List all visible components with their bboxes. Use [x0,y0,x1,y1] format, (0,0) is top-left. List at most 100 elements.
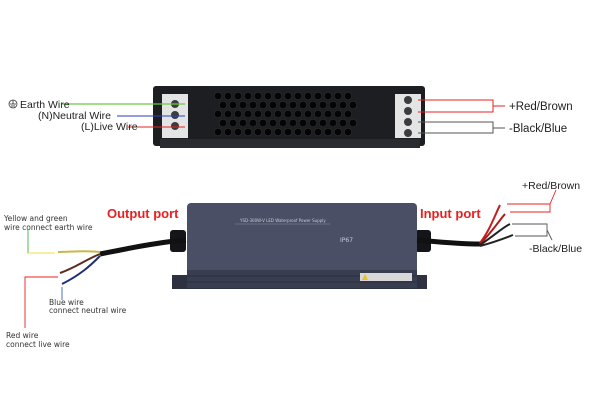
vent-hole [283,109,293,119]
neutral-note-line2: connect neutral wire [49,306,127,315]
vent-hole [308,118,318,128]
live-leader [24,276,58,328]
vent-hole [273,127,283,137]
vent-hole [238,118,248,128]
device-rating-text: IP67 [340,237,353,244]
vent-hole [333,109,343,119]
top-negative-label: -Black/Blue [509,123,567,135]
bottom-negative-label: -Black/Blue [529,243,582,255]
vent-hole [298,118,308,128]
output-cable [99,237,187,257]
vent-hole [283,91,293,101]
vent-hole [288,118,298,128]
vent-hole [248,100,258,110]
bottom-negative-bracket [512,223,548,237]
waterproof-power-supply: YSD-300W-V LED Waterproof Power Supply I… [170,203,431,289]
vent-hole [313,91,323,101]
vent-hole [258,100,268,110]
vent-hole [243,127,253,137]
vent-hole [348,118,358,128]
vent-hole [298,100,308,110]
vent-hole [328,100,338,110]
vent-hole [308,100,318,110]
vent-hole [253,109,263,119]
vent-hole [293,109,303,119]
bottom-negative-leader [546,229,553,241]
vent-hole [293,91,303,101]
negative-bracket [418,121,494,134]
vent-hole [293,127,303,137]
vent-hole [338,100,348,110]
input-port-label: Input port [420,206,481,221]
red-wire-2 [479,213,506,245]
vent-hole [318,118,328,128]
output-port-label: Output port [107,206,179,221]
vent-hole [263,109,273,119]
vent-hole [313,109,323,119]
vent-hole [243,109,253,119]
vent-hole [273,91,283,101]
neutral-wire-label: (N)Neutral Wire [38,110,111,122]
vent-hole [268,118,278,128]
earth-wire-label: Earth Wire [20,99,70,111]
earth-leader [27,230,55,254]
vent-hole [338,118,348,128]
vent-hole [233,109,243,119]
vent-hole [333,91,343,101]
vent-hole [348,100,358,110]
vent-hole [343,91,353,101]
vent-hole [233,91,243,101]
vent-hole [253,91,263,101]
vent-hole [218,100,228,110]
vent-hole [223,109,233,119]
live-note-line2: connect live wire [6,340,70,349]
vent-hole [233,127,243,137]
vent-hole [278,118,288,128]
vent-hole [268,100,278,110]
vent-hole [323,109,333,119]
red-wire-1 [479,204,501,244]
vent-hole [303,127,313,137]
vent-hole [263,91,273,101]
yellow-green-wire [57,250,101,253]
vent-hole [278,100,288,110]
vent-hole [223,91,233,101]
vent-hole [223,127,233,137]
black-wire-1 [479,223,511,246]
vent-hole [253,127,263,137]
vent-hole [323,127,333,137]
vent-hole [323,91,333,101]
bottom-positive-label: +Red/Brown [522,180,580,192]
vent-hole [213,127,223,137]
black-wire-2 [479,234,514,247]
vent-hole [303,109,313,119]
vent-hole [258,118,268,128]
device-model-text: YSD-300W-V LED Waterproof Power Supply [239,218,326,223]
earth-note-line1: Yellow and green [3,214,68,223]
input-cable [416,237,481,247]
vent-hole [228,118,238,128]
vent-hole [213,91,223,101]
vent-hole [328,118,338,128]
vent-hole [218,118,228,128]
neutral-note-line1: Blue wire [49,298,84,307]
vent-hole [263,127,273,137]
vent-hole [343,109,353,119]
earth-ground-icon [8,99,18,109]
vent-hole [238,100,248,110]
live-wire-label: (L)Live Wire [81,121,138,133]
live-note-line1: Red wire [6,331,39,340]
top-positive-label: +Red/Brown [509,101,573,113]
vent-hole [333,127,343,137]
bottom-positive-bracket [507,203,551,213]
slim-power-supply [153,86,425,148]
earth-note-line2: wire connect earth wire [4,223,93,232]
vent-hole [318,100,328,110]
blue-wire [61,255,101,285]
vent-hole [228,100,238,110]
vent-hole [313,127,323,137]
vent-hole [343,127,353,137]
vent-hole [213,109,223,119]
vent-hole [283,127,293,137]
